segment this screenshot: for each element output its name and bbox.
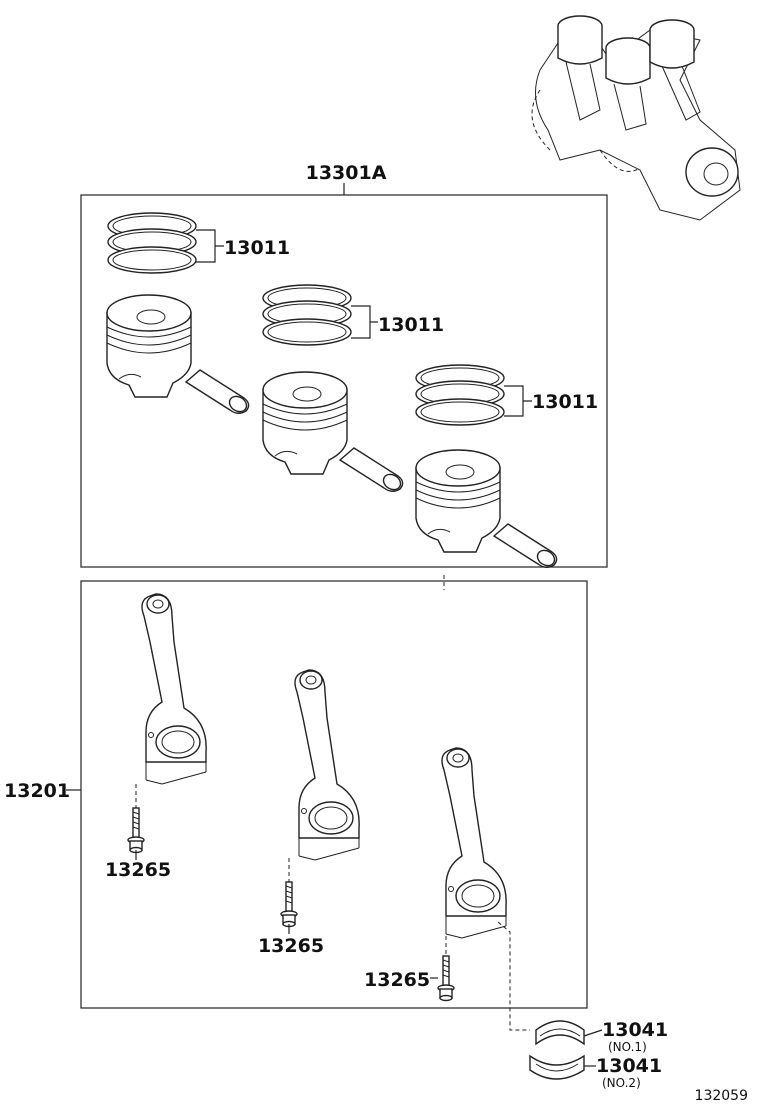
part-number-piston-set: 13301A xyxy=(306,162,387,184)
piston-pin-2 xyxy=(339,447,405,494)
piston-ring-set-1 xyxy=(107,212,197,274)
part-number-bearing-1-note: (NO.1) xyxy=(608,1040,647,1054)
connecting-rod-3 xyxy=(441,747,507,939)
conrod-bearing-lower xyxy=(529,1054,585,1080)
part-number-bearing-1: 13041 xyxy=(602,1019,668,1041)
piston-pin-3 xyxy=(493,523,559,570)
conrod-bolt-3 xyxy=(437,955,455,1002)
piston-3 xyxy=(415,449,501,553)
conrod-bolt-2 xyxy=(280,881,298,928)
part-number-bolt-3: 13265 xyxy=(364,969,430,991)
figure-number: 132059 xyxy=(695,1088,748,1104)
part-number-conrod-set: 13201 xyxy=(4,780,70,802)
piston-2 xyxy=(262,371,348,475)
conrod-bearing-upper xyxy=(535,1020,585,1046)
conrod-bearings-group: 13041 (NO.1) 13041 (NO.2) xyxy=(497,921,668,1090)
conrod-set-group: 13201 13265 13265 13265 xyxy=(4,575,588,1009)
connecting-rod-1 xyxy=(141,593,207,785)
connecting-rod-2 xyxy=(294,669,360,861)
part-number-bearing-2: 13041 xyxy=(596,1055,662,1077)
conrod-bolt-1 xyxy=(127,807,145,854)
engine-overview-illustration xyxy=(531,15,741,221)
part-number-ring-set-3: 13011 xyxy=(532,391,598,413)
piston-set-group: 13301A 13011 13011 13011 xyxy=(80,162,608,570)
part-number-bearing-2-note: (NO.2) xyxy=(602,1076,641,1090)
piston-1 xyxy=(106,294,192,398)
piston-ring-set-2 xyxy=(262,284,352,346)
part-number-ring-set-1: 13011 xyxy=(224,237,290,259)
part-number-bolt-2: 13265 xyxy=(258,935,324,957)
piston-pin-1 xyxy=(185,369,251,416)
piston-ring-set-3 xyxy=(415,364,505,426)
part-number-ring-set-2: 13011 xyxy=(378,314,444,336)
conrod-set-box xyxy=(80,580,588,1009)
part-number-bolt-1: 13265 xyxy=(105,859,171,881)
